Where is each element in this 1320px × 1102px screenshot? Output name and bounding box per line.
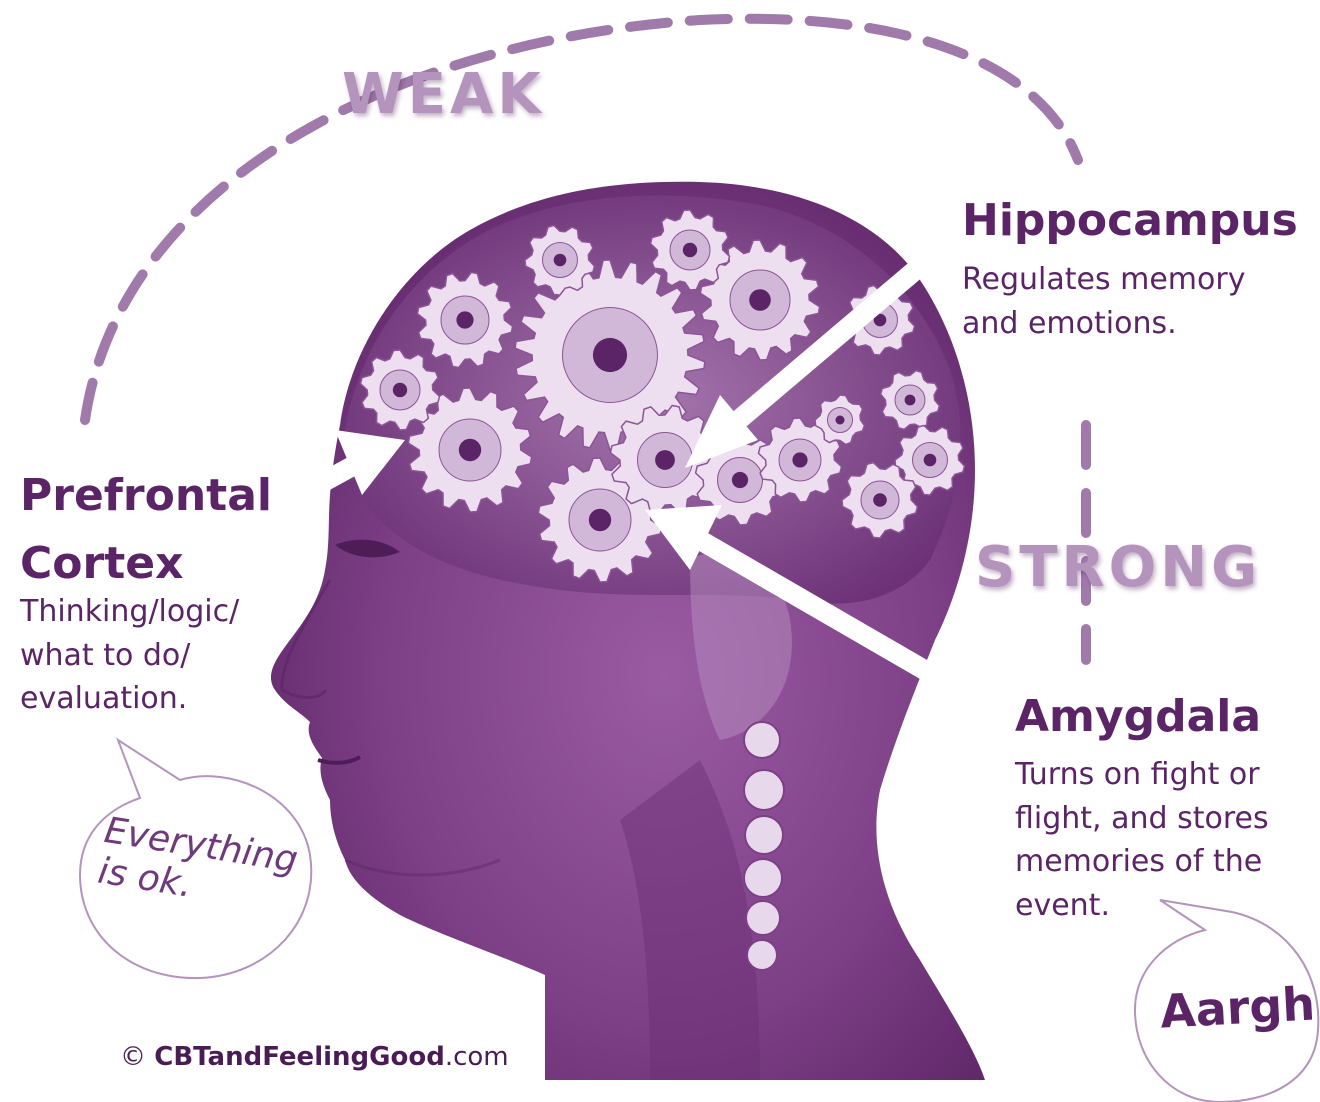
copyright-credit: © CBTandFeelingGood.com xyxy=(120,1042,509,1072)
hippocampus-desc-line: and emotions. xyxy=(962,302,1245,346)
prefrontal-desc-line: evaluation. xyxy=(20,677,239,721)
prefrontal-title: Prefrontal Cortex xyxy=(20,462,272,598)
amygdala-desc-line: Turns on fight or xyxy=(1015,753,1269,797)
strong-label: STRONG xyxy=(975,535,1261,600)
weak-label: WEAK xyxy=(342,62,545,127)
prefrontal-description: Thinking/logic/ what to do/ evaluation. xyxy=(20,590,239,721)
amygdala-description: Turns on fight or flight, and stores mem… xyxy=(1015,753,1269,927)
hippocampus-desc-line: Regulates memory xyxy=(962,258,1245,302)
prefrontal-desc-line: Thinking/logic/ xyxy=(20,590,239,634)
prefrontal-title-line: Cortex xyxy=(20,530,272,598)
credit-tld: .com xyxy=(445,1042,509,1072)
right-bubble-text: Aargh! xyxy=(1159,975,1320,1038)
prefrontal-desc-line: what to do/ xyxy=(20,634,239,678)
copyright-symbol: © xyxy=(120,1042,146,1072)
amygdala-title: Amygdala xyxy=(1015,693,1261,741)
gear xyxy=(417,272,512,367)
amygdala-desc-line: memories of the xyxy=(1015,840,1269,884)
hippocampus-title: Hippocampus xyxy=(962,197,1298,245)
hippocampus-description: Regulates memory and emotions. xyxy=(962,258,1245,345)
amygdala-desc-line: flight, and stores xyxy=(1015,797,1269,841)
prefrontal-title-line: Prefrontal xyxy=(20,462,272,530)
amygdala-desc-line: event. xyxy=(1015,884,1269,928)
credit-brand: CBTandFeelingGood xyxy=(154,1042,445,1072)
